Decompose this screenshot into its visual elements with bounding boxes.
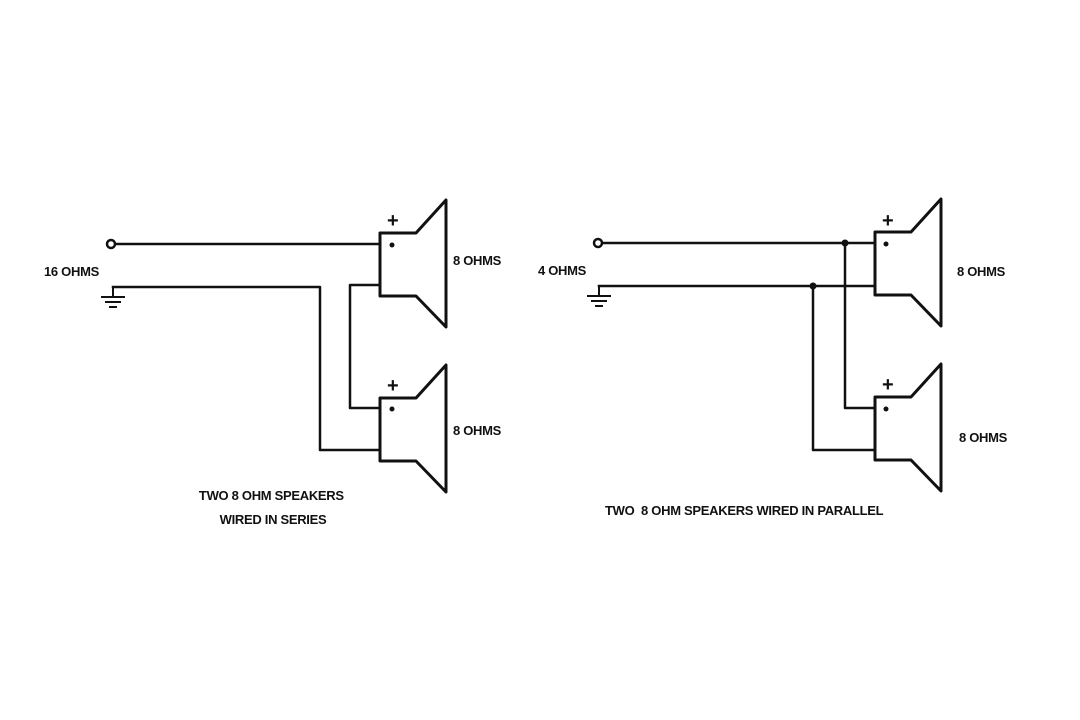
series-caption: TWO 8 OHM SPEAKERS WIRED IN SERIES — [199, 488, 347, 527]
parallel-ground-symbol — [587, 286, 611, 307]
series-caption-line2: WIRED IN SERIES — [220, 512, 327, 527]
series-ground-wire — [111, 285, 382, 452]
parallel-ground-branch — [811, 284, 877, 452]
speaker-plus-sign: + — [882, 374, 894, 396]
speaker-plus-sign: + — [882, 210, 894, 232]
series-speaker-bottom: + 8 OHMS — [378, 363, 502, 494]
series-input-label: 16 OHMS — [44, 264, 100, 279]
speaker-label: 8 OHMS — [453, 253, 502, 268]
parallel-caption: TWO 8 OHM SPEAKERS WIRED IN PARALLEL — [605, 503, 884, 518]
parallel-speaker-top: + 8 OHMS — [873, 197, 1006, 328]
series-wires — [111, 242, 382, 452]
series-caption-line1: TWO 8 OHM SPEAKERS — [199, 488, 344, 503]
speaker-positive-dot — [389, 242, 395, 248]
parallel-wires — [597, 239, 877, 452]
parallel-speaker-bottom: + 8 OHMS — [873, 362, 1008, 493]
series-circuit: 16 OHMS + 8 OHMS + 8 OHMS TWO 8 OHM SPEA… — [44, 198, 502, 527]
speaker-positive-dot — [883, 406, 889, 412]
speaker-label: 8 OHMS — [453, 423, 502, 438]
parallel-positive-branch — [843, 241, 877, 410]
speaker-icon — [378, 363, 448, 494]
parallel-circuit: 4 OHMS + 8 OHMS + 8 OHMS TWO 8 OHM SPEAK… — [538, 197, 1008, 518]
series-speaker-top: + 8 OHMS — [378, 198, 502, 329]
speaker-plus-sign: + — [387, 210, 399, 232]
speaker-icon — [873, 197, 943, 328]
series-input-terminal — [105, 238, 117, 250]
speaker-label: 8 OHMS — [957, 264, 1006, 279]
speaker-positive-dot — [883, 241, 889, 247]
speaker-icon — [378, 198, 448, 329]
speaker-positive-dot — [389, 406, 395, 412]
series-ground-symbol — [101, 287, 125, 308]
series-link-wire — [348, 283, 382, 410]
parallel-input-terminal — [592, 237, 604, 249]
parallel-junction-ground — [809, 282, 817, 290]
speaker-icon — [873, 362, 943, 493]
speaker-label: 8 OHMS — [959, 430, 1008, 445]
parallel-input-label: 4 OHMS — [538, 263, 587, 278]
parallel-junction-positive — [841, 239, 849, 247]
speaker-plus-sign: + — [387, 375, 399, 397]
